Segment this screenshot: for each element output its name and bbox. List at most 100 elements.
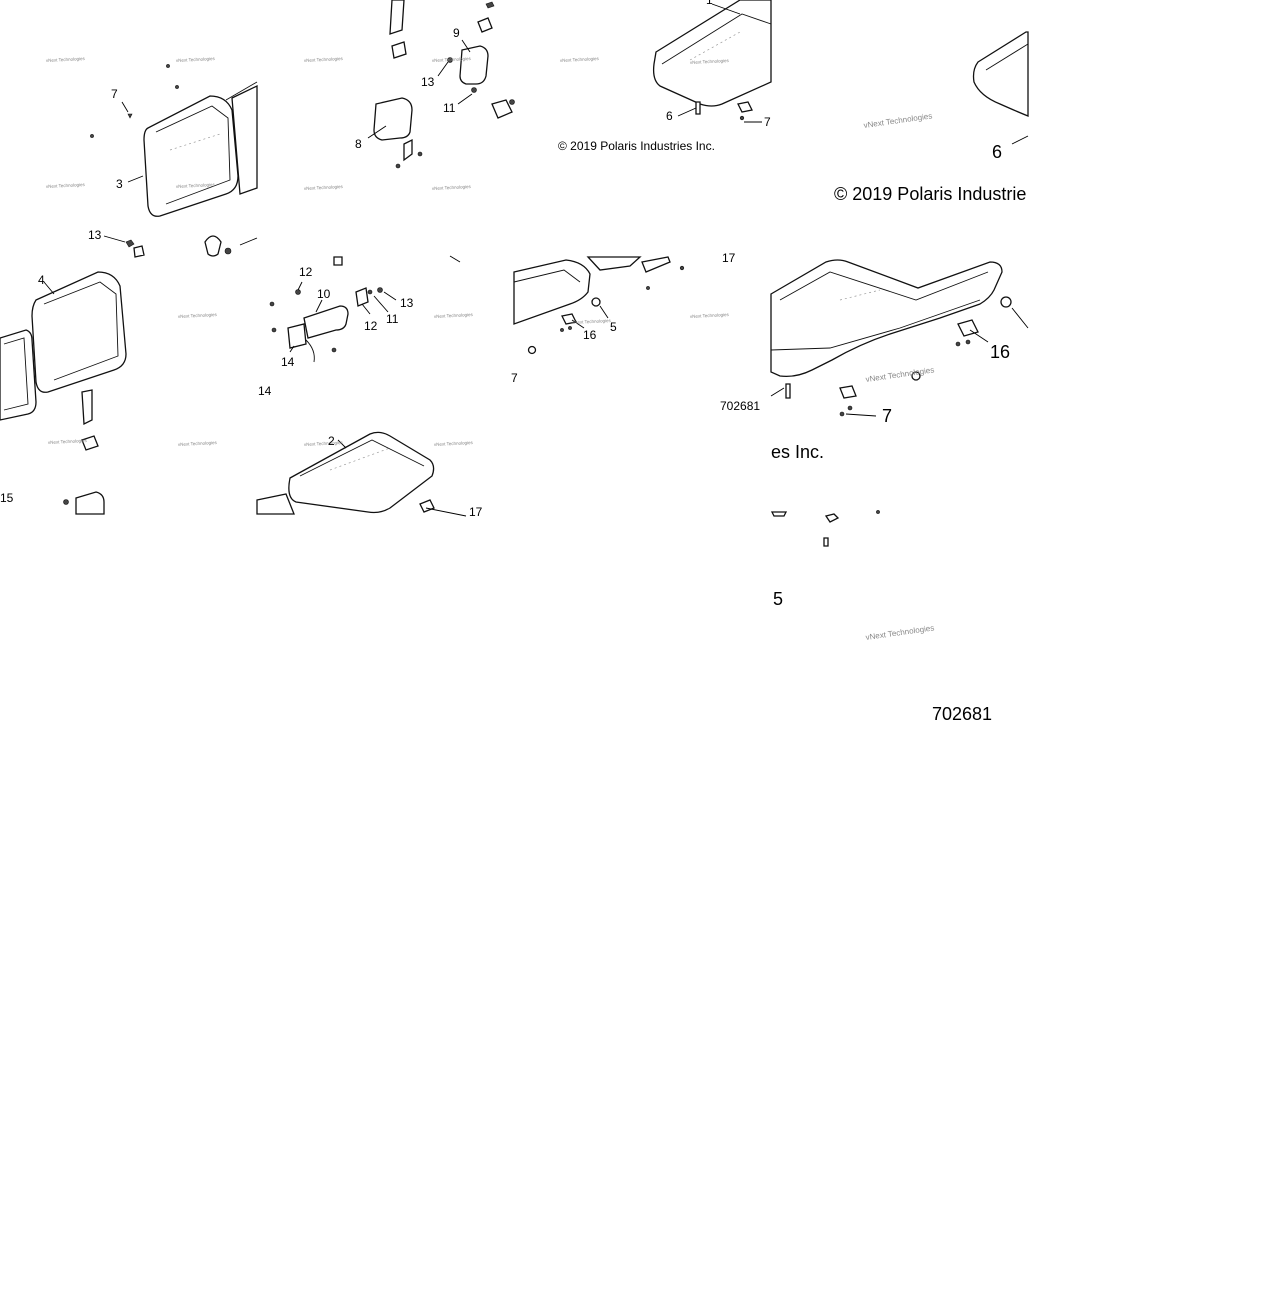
retractor-lower <box>75 491 105 515</box>
buckle-lower <box>81 435 99 451</box>
callout-number: 5 <box>610 320 617 334</box>
captions: © 2019 Polaris Industries Inc. © 2019 Po… <box>558 139 1026 724</box>
tile-zoom-remnant <box>770 510 880 547</box>
callouts: 7 3 13 4 15 9 13 11 8 12 10 13 12 11 14 … <box>0 0 1010 609</box>
retractor-8 <box>373 97 413 141</box>
seat-base-zoom-lower <box>770 259 1003 378</box>
callout-number: 3 <box>116 177 123 191</box>
tile-seatbelt-top <box>367 0 515 169</box>
seat-base-zoom <box>972 31 1029 117</box>
tile-seatbase-zoom-top <box>972 31 1029 145</box>
bolt-6-zoom <box>785 383 791 399</box>
watermark: vNext Technologies <box>865 623 935 642</box>
tile-backrest-bottom <box>0 271 127 515</box>
clip-7-zoom <box>839 385 857 399</box>
watermark: vNext Technologies <box>178 440 218 447</box>
watermark: vNext Technologies <box>46 56 86 63</box>
buckle-11 <box>491 99 513 119</box>
belt-wire <box>305 339 315 363</box>
copyright-notice: es Inc. <box>771 442 824 462</box>
backrest-neighbor <box>231 84 258 195</box>
tile-seatbase-bottom <box>513 256 685 355</box>
callout-number: 14 <box>281 355 295 369</box>
rail-17 <box>641 256 671 273</box>
callout-number: 4 <box>38 273 45 287</box>
bracket-a <box>133 245 145 258</box>
clip-16 <box>737 101 753 113</box>
callout-number: 15 <box>0 491 14 505</box>
callout-number: 13 <box>88 228 102 242</box>
belt-strap-upper <box>389 0 405 35</box>
watermark: vNext Technologies <box>46 182 86 189</box>
watermark: vNext Technologies <box>863 111 933 130</box>
callout-number: 13 <box>421 75 435 89</box>
nut-13 <box>125 239 135 248</box>
belt-guide-a <box>204 235 222 257</box>
watermark: vNext Technologies <box>178 312 218 319</box>
watermark: vNext Technologies <box>304 440 344 447</box>
callout-number: 7 <box>764 115 771 129</box>
callout-number: 6 <box>666 109 673 123</box>
retractor-14 <box>287 323 307 349</box>
tile-backrest-top <box>90 64 258 258</box>
callout-number: 7 <box>882 406 892 426</box>
callout-number: 16 <box>990 342 1010 362</box>
watermark: vNext Technologies <box>304 56 344 63</box>
bracket-b <box>403 138 413 162</box>
seat-2-neighbor <box>256 493 295 515</box>
watermark: vNext Technologies <box>690 312 730 319</box>
watermark: vNext Technologies <box>176 182 216 189</box>
tile-seatbase-top <box>652 0 772 123</box>
callout-number: 11 <box>386 312 399 326</box>
copyright-notice: © 2019 Polaris Industries Inc. <box>558 139 715 153</box>
callout-number: 13 <box>400 296 414 310</box>
seat-base-1 <box>652 0 772 107</box>
callout-number: 5 <box>773 589 783 609</box>
callout-number: 16 <box>583 328 597 342</box>
callout-number: 9 <box>453 26 460 40</box>
callout-number: 6 <box>992 142 1002 162</box>
callout-number: 7 <box>111 87 118 101</box>
nut-zoom <box>1000 296 1012 308</box>
callout-number: 11 <box>443 101 456 115</box>
watermark: vNext Technologies <box>48 438 88 445</box>
buckle-9 <box>459 45 489 85</box>
backrest-3 <box>143 95 239 217</box>
watermark: vNext Technologies <box>865 365 935 384</box>
watermark: vNext Technologies <box>434 440 474 447</box>
backrest-side <box>0 329 37 421</box>
callout-number: 17 <box>469 505 483 519</box>
watermark: vNext Technologies <box>434 312 474 319</box>
callout-number: 8 <box>355 137 362 151</box>
callout-number: 12 <box>299 265 313 279</box>
watermark: vNext Technologies <box>432 184 472 191</box>
callout-number: 10 <box>317 287 331 301</box>
clip-16-lower <box>561 313 577 325</box>
watermark: vNext Technologies <box>690 58 730 65</box>
watermark: vNext Technologies <box>560 56 600 63</box>
callout-number: 12 <box>364 319 378 333</box>
tile-seatbelt-bottom <box>256 255 467 517</box>
watermark: vNext Technologies <box>304 184 344 191</box>
watermark: vNext Technologies <box>432 56 472 63</box>
diagram-number: 702681 <box>720 399 760 413</box>
callout-number: 2 <box>328 434 335 448</box>
diagram-number: 702681 <box>932 704 992 724</box>
watermark: vNext Technologies <box>572 318 612 325</box>
callout-number: 1 <box>706 0 713 7</box>
callout-number: 14 <box>258 384 272 398</box>
tile-seatbase-zoom-bottom <box>770 259 1029 417</box>
bolt-6 <box>695 101 701 115</box>
belt-strap-10 <box>303 305 349 339</box>
copyright-notice: © 2019 Polaris Industrie <box>834 184 1026 204</box>
callout-number: 7 <box>511 371 518 385</box>
seat-base-lower-right <box>586 256 642 271</box>
belt-strap-lower <box>81 389 93 426</box>
bracket-12 <box>355 287 369 307</box>
nut-5 <box>591 297 601 307</box>
callout-number: 17 <box>722 251 736 265</box>
watermark: vNext Technologies <box>176 56 216 63</box>
seat-base-lower <box>513 259 591 325</box>
